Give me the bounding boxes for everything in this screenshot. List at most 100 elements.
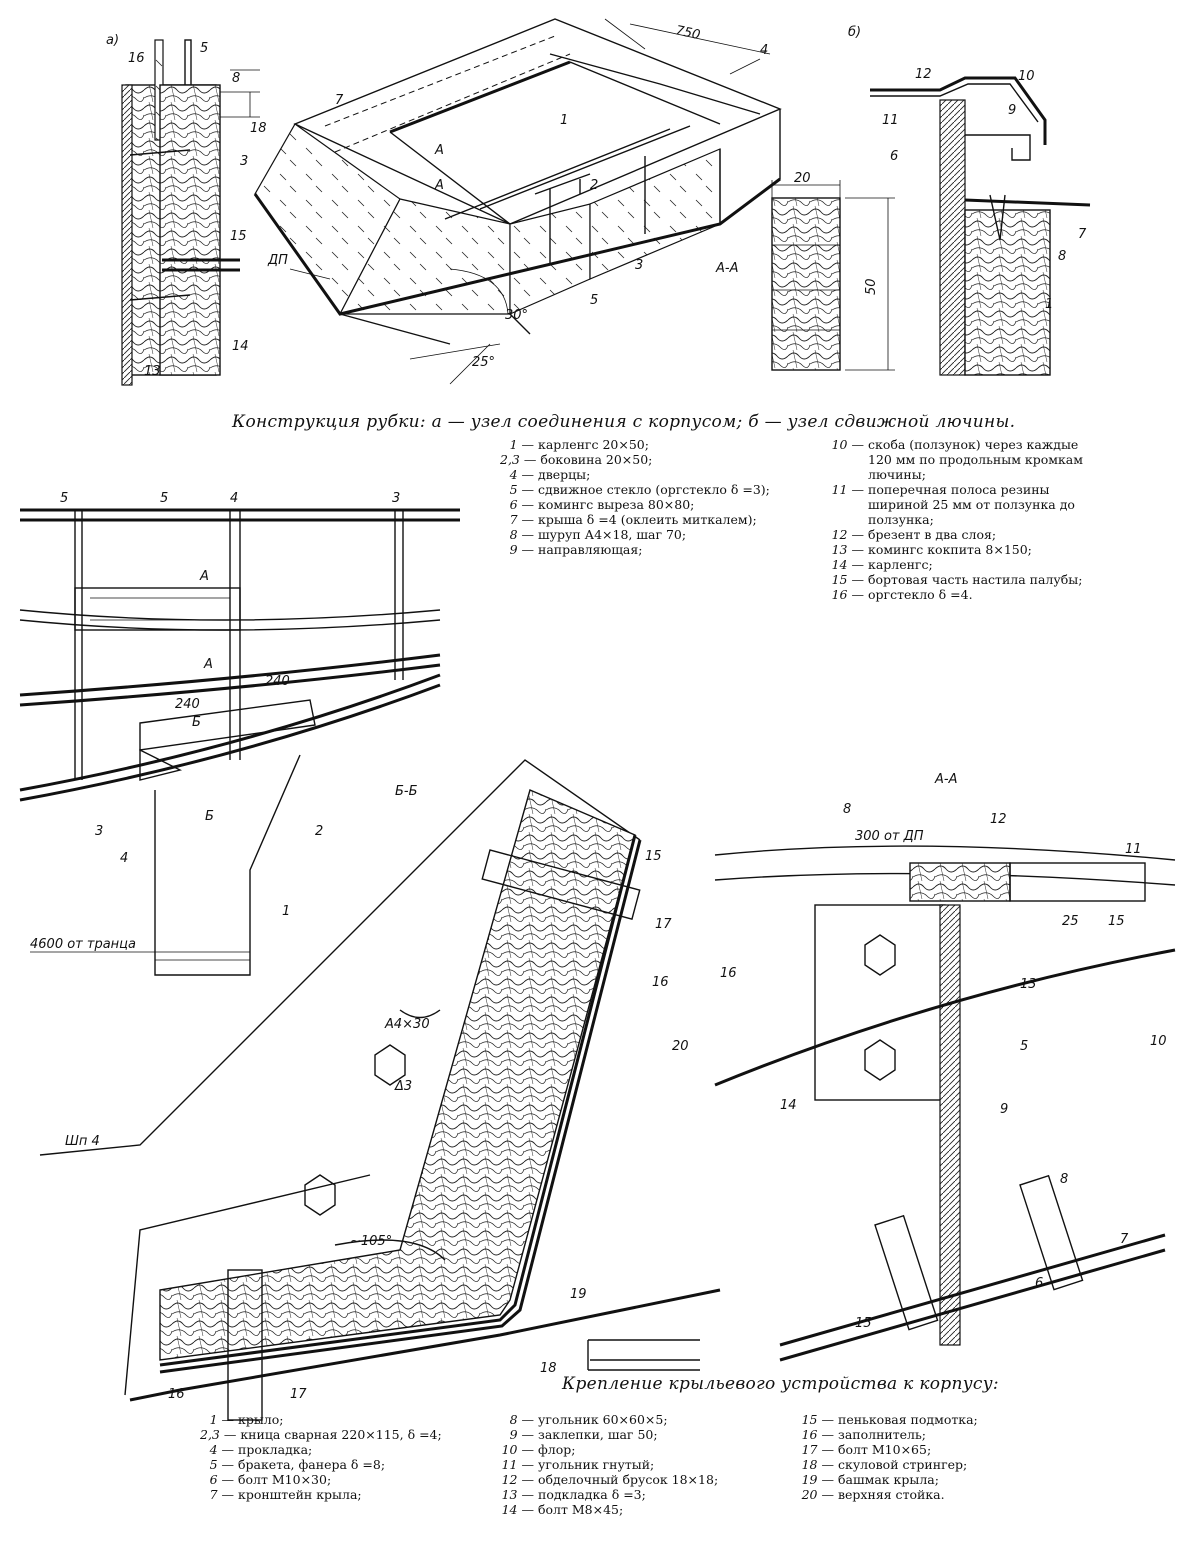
callout-7: 7 (1120, 1232, 1129, 1247)
section-mark-b-top: Б (192, 715, 201, 730)
figure2-legend-col3: 15 —пеньковая подмотка;16 —заполнитель;1… (800, 1412, 1060, 1502)
legend-number: 12 — (501, 1472, 534, 1487)
label-delta3: Δ3 (394, 1079, 412, 1094)
legend-number: 18 — (801, 1457, 834, 1472)
legend-item: 5 — сдвижное стекло (оргстекло δ =3); (500, 482, 818, 497)
legend-number: 5 — (209, 1457, 234, 1472)
callout-16-lower: 16 (168, 1387, 185, 1402)
carlins-section (771, 197, 841, 371)
callout-11: 11 (1125, 842, 1142, 857)
section-mark-a-bottom: А (203, 657, 213, 672)
legend-text: скуловой стрингер; (838, 1457, 968, 1472)
trim-strip-12 (909, 862, 1011, 902)
legend-text: болт М8×45; (538, 1502, 624, 1517)
legend-item: 10 —флор; (500, 1442, 790, 1457)
legend-item: 13 — комингс кокпита 8×150; (830, 542, 1102, 557)
section-mark-a-1: А (434, 143, 444, 158)
callout-3: 3 (635, 258, 643, 273)
section-mark-a-2: А (434, 178, 444, 193)
legend-item: 14 — болт М8×45; (500, 1502, 790, 1517)
legend-text: поперечная полоса резины шириной 25 мм о… (868, 482, 1075, 527)
callout-5: 5 (1020, 1039, 1028, 1054)
legend-text: заполнитель; (838, 1427, 927, 1442)
legend-text: боковина 20×50; (540, 452, 653, 467)
figure1-legend-right: 10 —скоба (ползунок) через каждые 120 мм… (830, 437, 1102, 602)
callout-4: 4 (760, 43, 768, 58)
legend-number: 5 — (509, 482, 534, 497)
section-bb-label: Б-Б (395, 784, 418, 799)
legend-number: 6 — (209, 1472, 234, 1487)
legend-number: 11 — (831, 482, 864, 497)
callout-4-lower: 4 (120, 851, 128, 866)
callout-9: 9 (1008, 103, 1016, 118)
callout-8-lower: 8 (1060, 1172, 1068, 1187)
legend-text: кница сварная 220×115, δ =4; (240, 1427, 442, 1442)
legend-text: подкладка δ =3; (538, 1487, 646, 1502)
legend-item: 11 — угольник гнутый; (500, 1457, 790, 1472)
legend-item: 15 — бортовая часть настила палубы; (830, 572, 1102, 587)
bent-angle-11 (1009, 862, 1146, 902)
legend-text: сдвижное стекло (оргстекло δ =3); (538, 482, 770, 497)
legend-number: 10 — (501, 1442, 534, 1457)
callout-14: 14 (232, 339, 249, 354)
legend-number: 13 — (501, 1487, 534, 1502)
figure2-section-aa: А-А 8 12 11 300 от ДП 25 15 16 13 10 5 1… (714, 772, 1176, 1362)
legend-item: 4 —прокладка; (200, 1442, 505, 1457)
callout-12: 12 (915, 67, 932, 82)
figure2-caption: Крепление крыльевого устройства к корпус… (562, 1374, 999, 1394)
legend-text: карленгс 20×50; (538, 437, 649, 452)
legend-item: 15 —пеньковая подмотка; (800, 1412, 1060, 1427)
dim-4600-from-transom: 4600 от транца (30, 937, 136, 952)
legend-number: 8 — (509, 1412, 534, 1427)
figure1-cabin-isometric: 750 30° 25° 7 4 1 2 3 5 А А ДП (253, 18, 782, 385)
legend-number: 11 — (501, 1457, 534, 1472)
legend-number: 2,3 — (200, 1427, 237, 1442)
callout-1: 1 (282, 904, 290, 919)
legend-item: 17 —болт М10×65; (800, 1442, 1060, 1457)
dim-15: 15 (1108, 914, 1125, 929)
legend-number: 16 — (831, 587, 864, 602)
legend-item: 20 —верхняя стойка. (800, 1487, 1060, 1502)
view-label-a: а) (106, 33, 119, 48)
legend-item: 2,3 —кница сварная 220×115, δ =4; (200, 1427, 505, 1442)
legend-item: 7 —кронштейн крыла; (200, 1487, 505, 1502)
callout-8: 8 (1058, 249, 1066, 264)
legend-text: угольник гнутый; (538, 1457, 655, 1472)
callout-1: 1 (1045, 297, 1053, 312)
legend-item: 14 —карленгс; (830, 557, 1102, 572)
callout-5: 5 (590, 293, 598, 308)
legend-number: 14 — (501, 1502, 534, 1517)
legend-number: 2,3 — (500, 452, 537, 467)
dim-240-right: 240 (265, 674, 290, 689)
legend-item: 16 —заполнитель; (800, 1427, 1060, 1442)
legend-item: 19 —башмак крыла; (800, 1472, 1060, 1487)
legend-text: комингс кокпита 8×150; (868, 542, 1032, 557)
legend-number: 13 — (831, 542, 864, 557)
section-aa-label: А-А (715, 261, 738, 276)
legend-number: 1 — (209, 1412, 234, 1427)
legend-item: 12 —брезент в два слоя; (830, 527, 1102, 542)
callout-17: 17 (655, 917, 672, 932)
figure2-legend-col1: 1 —крыло;2,3 —кница сварная 220×115, δ =… (200, 1412, 505, 1502)
callout-14: 14 (780, 1098, 797, 1113)
callout-6: 6 (890, 149, 898, 164)
callout-13: 13 (144, 364, 161, 379)
legend-number: 15 — (831, 572, 864, 587)
callout-10: 10 (1018, 69, 1035, 84)
callout-2: 2 (590, 178, 598, 193)
legend-number: 4 — (509, 467, 534, 482)
callout-15: 15 (855, 1316, 872, 1331)
callout-15: 15 (230, 229, 247, 244)
callout-7: 7 (335, 93, 344, 108)
callout-12: 12 (990, 812, 1007, 827)
legend-text: брезент в два слоя; (868, 527, 997, 542)
callout-3-lower: 3 (95, 824, 103, 839)
callout-20: 20 (672, 1039, 689, 1054)
callout-10: 10 (1150, 1034, 1167, 1049)
callout-3: 3 (240, 154, 248, 169)
legend-number: 4 — (209, 1442, 234, 1457)
filler-16 (159, 789, 636, 1361)
section-mark-b-bottom: Б (205, 809, 214, 824)
legend-text: бортовая часть настила палубы; (868, 572, 1083, 587)
legend-text: болт М10×30; (238, 1472, 332, 1487)
